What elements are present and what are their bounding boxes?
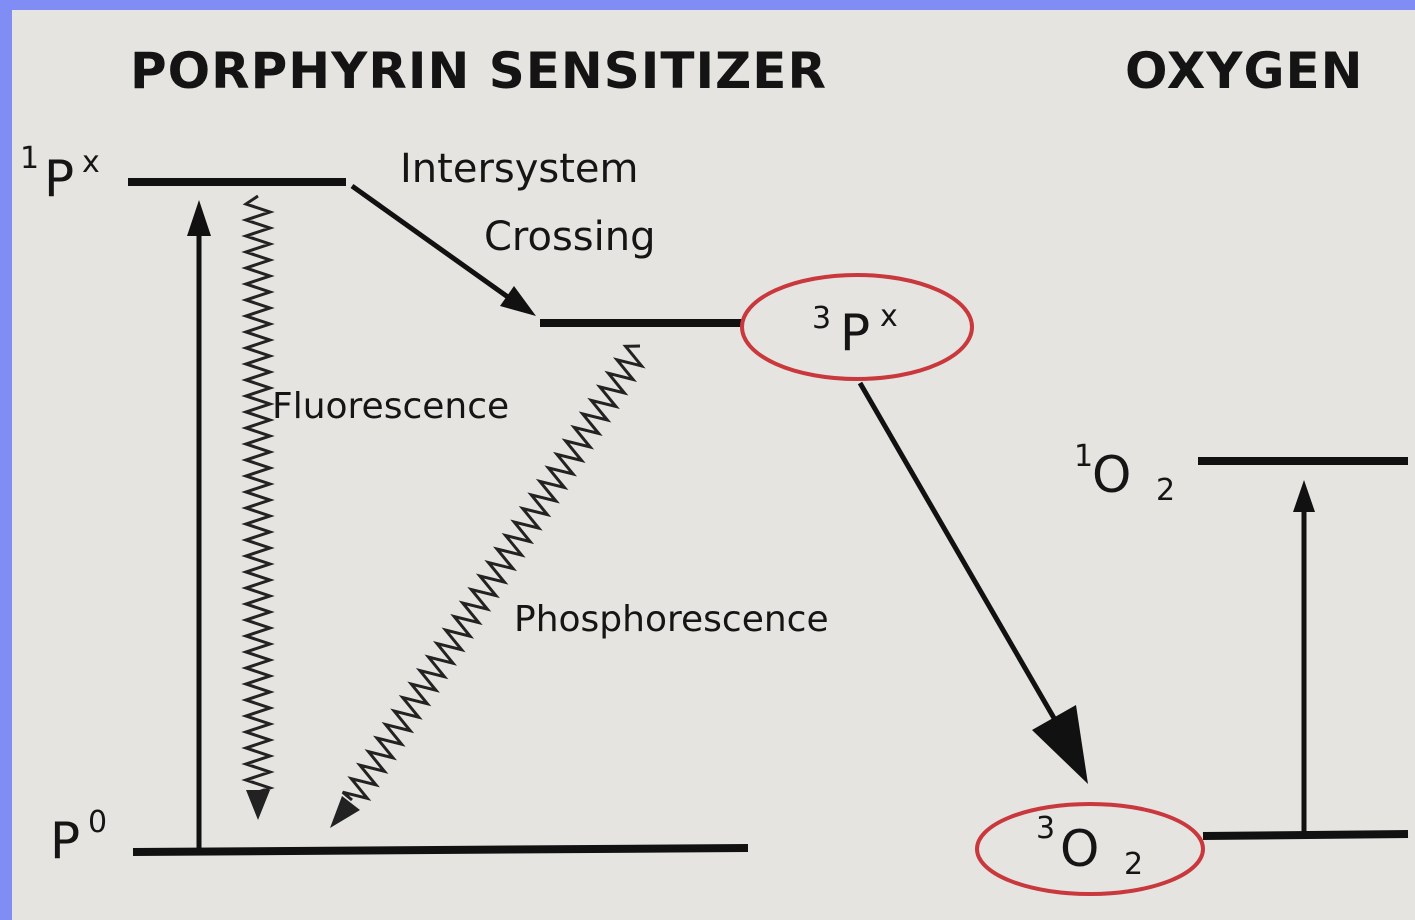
phosphorescence-arrow [330,344,646,828]
triplet-p-label: 3 P x [812,299,898,362]
singlet-o2-label: 1 O 2 [1074,439,1175,508]
phosphorescence-label: Phosphorescence [514,599,829,640]
oxygen-title: OXYGEN [1125,42,1364,100]
triplet-o2-label: 3 O 2 [1036,811,1143,882]
absorption-arrow [187,200,211,852]
isc-label-line2: Crossing [484,214,656,260]
oxygen-excitation-arrow [1293,480,1315,836]
triplet-o2-ring [975,802,1205,896]
fluorescence-label: Fluorescence [272,386,509,427]
background-panel [12,10,1415,920]
sensitizer-title: PORPHYRIN SENSITIZER [130,42,827,100]
ground-p-label: P 0 [50,805,107,870]
singlet-p-label: 1 P x [20,141,100,208]
isc-label-line1: Intersystem [400,146,639,192]
isc-arrow [350,183,536,316]
energy-transfer-arrow [857,381,1088,784]
fluorescence-arrow [241,194,275,820]
triplet-p-ring [740,273,974,381]
ground-p-level [132,844,749,856]
